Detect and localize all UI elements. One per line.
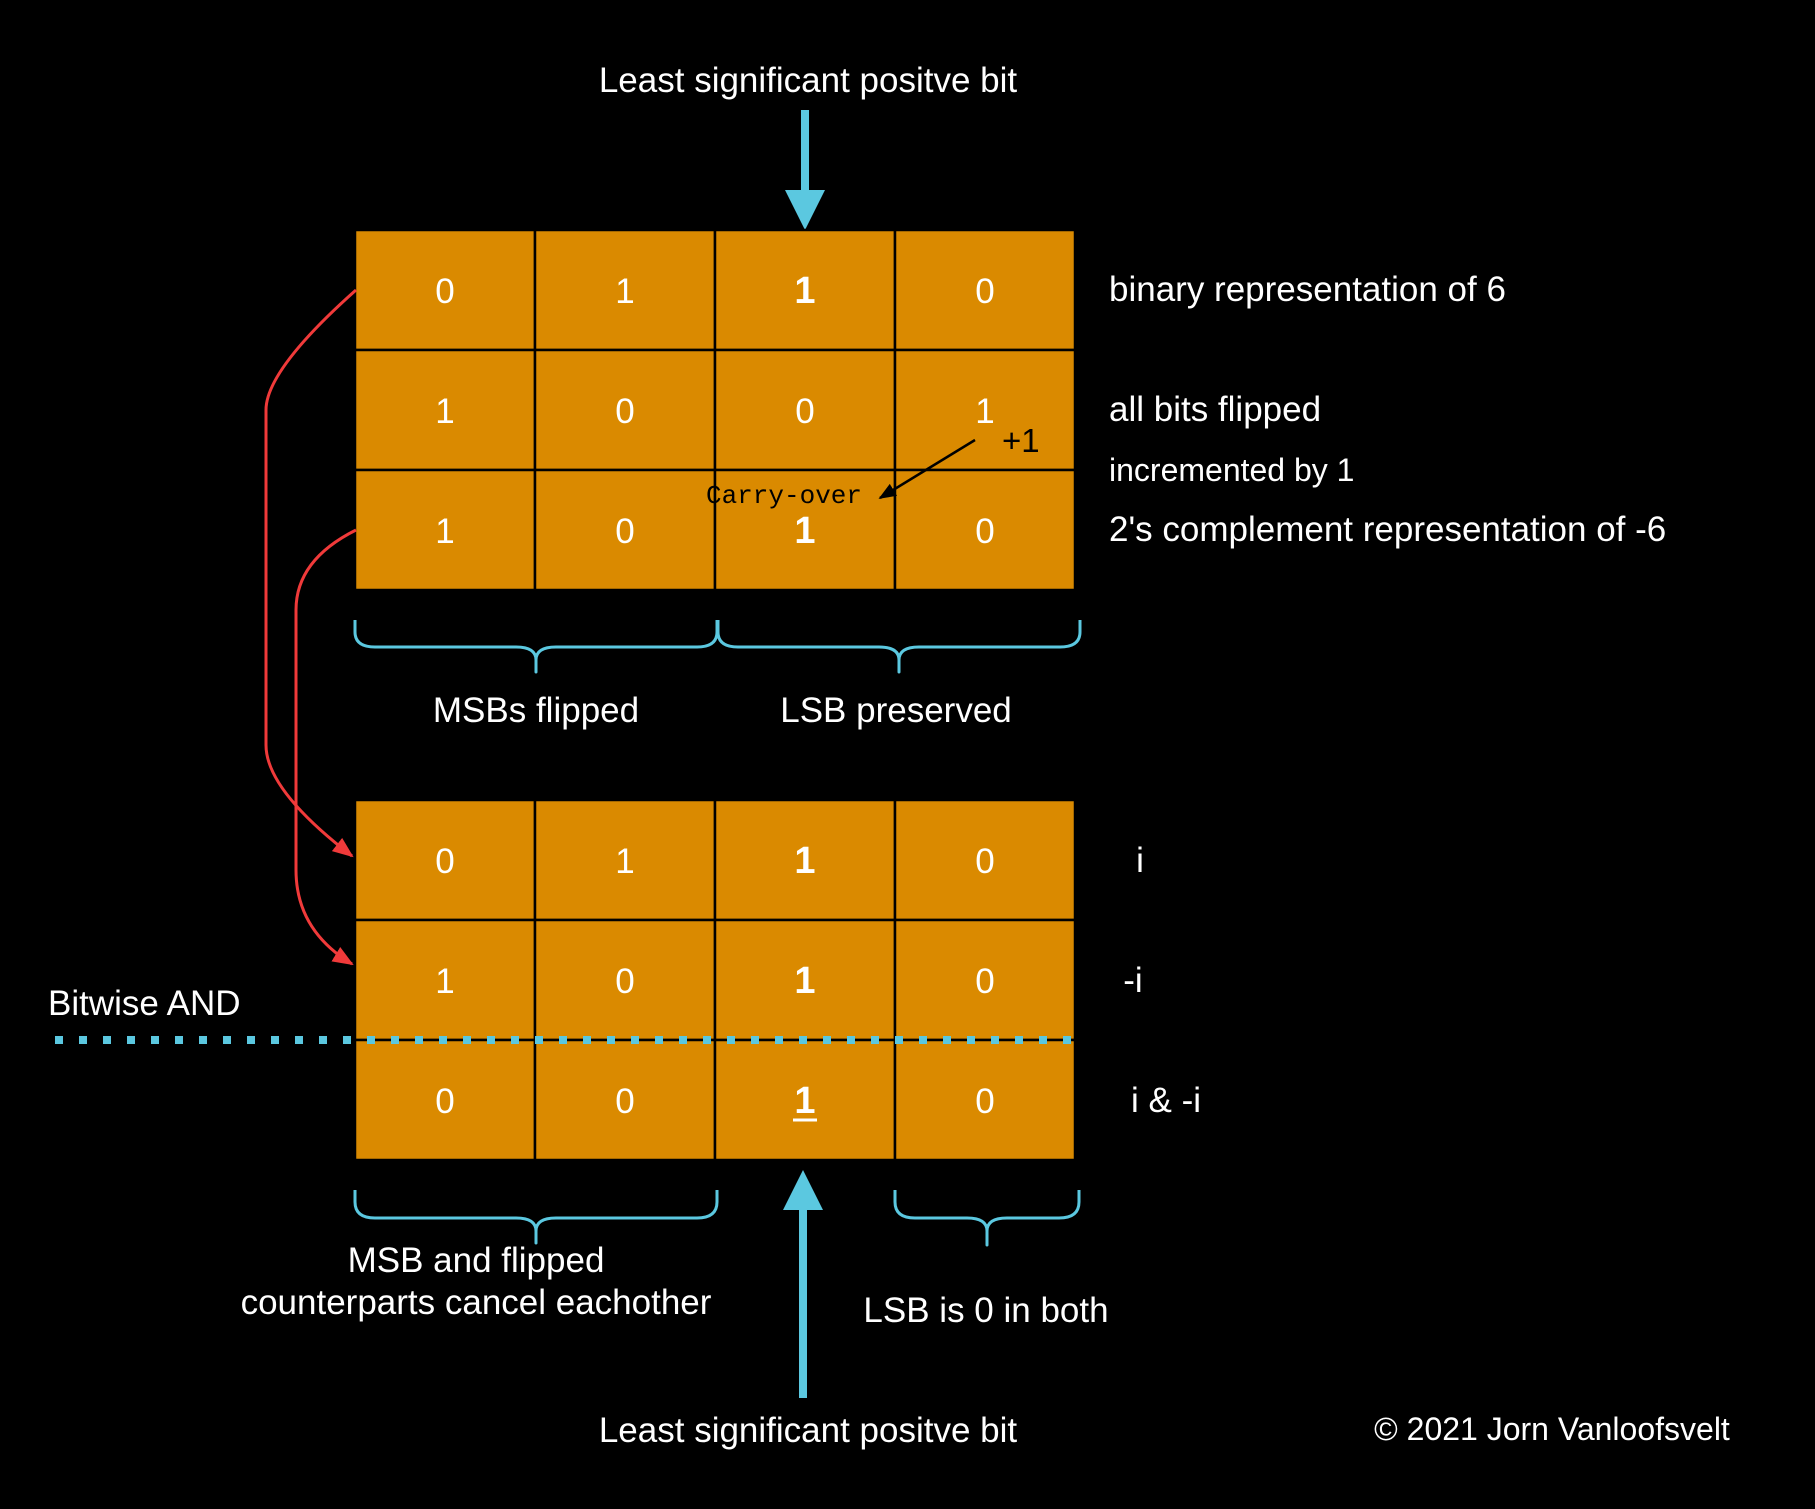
carry-arrow — [878, 438, 976, 500]
msb-cancel-label-line1: MSB and flipped — [348, 1241, 605, 1280]
row-label-i: i — [1136, 841, 1144, 880]
top-bit-r0-c1: 1 — [615, 272, 634, 311]
top-bit-r2-c3: 0 — [975, 512, 994, 551]
bottom-cell-r1-c3 — [893, 918, 1077, 1042]
top-cell-r1-c1 — [533, 348, 717, 472]
top-bit-r2-c1: 0 — [615, 512, 634, 551]
bottom-bit-r2-c0: 0 — [435, 1082, 454, 1121]
bottom-bit-r1-c0: 1 — [435, 962, 454, 1001]
msbs-flipped-label: MSBs flipped — [433, 691, 639, 730]
row-label-i-and-neg-i: i & -i — [1131, 1081, 1201, 1120]
top-bit-r1-c2: 0 — [795, 392, 814, 431]
top-lsb-label: Least significant positve bit — [599, 61, 1018, 100]
plus-one-label: +1 — [1002, 422, 1040, 459]
bottom-cell-r0-c1 — [533, 798, 717, 922]
bottom-bit-grid: 0 1 1 0 1 0 1 0 0 0 1 0 — [353, 798, 1077, 1162]
lsb-zero-brace — [893, 1190, 1081, 1247]
top-bit-r0-c3: 0 — [975, 272, 994, 311]
bottom-bit-r0-c0: 0 — [435, 842, 454, 881]
copyright-text: © 2021 Jorn Vanloofsvelt — [1374, 1411, 1730, 1447]
msb-cancel-brace — [353, 1190, 719, 1245]
top-cell-r2-c2 — [713, 468, 897, 592]
top-bit-r2-c0: 1 — [435, 512, 454, 551]
bottom-bit-r0-c2: 1 — [794, 840, 815, 882]
bottom-cell-r2-c2 — [713, 1038, 897, 1162]
lsb-brace — [716, 620, 1082, 674]
bottom-cell-r0-c0 — [353, 798, 537, 922]
top-cell-r1-c3 — [893, 348, 1077, 472]
bottom-cell-r1-c0 — [353, 918, 537, 1042]
lsb-zero-label: LSB is 0 in both — [863, 1291, 1108, 1330]
row-label-neg-i: -i — [1123, 961, 1142, 1000]
bottom-bit-r2-c2: 1 — [794, 1080, 815, 1122]
bottom-cell-r2-c3 — [893, 1038, 1077, 1162]
row-label-incremented: incremented by 1 — [1109, 452, 1354, 488]
red-arrow-complement-to-neg-i — [294, 528, 357, 966]
lsb-preserved-label: LSB preserved — [780, 691, 1012, 730]
bottom-cell-r1-c1 — [533, 918, 717, 1042]
top-bit-r1-c3: 1 — [975, 392, 994, 431]
row-label-flipped: all bits flipped — [1109, 390, 1321, 429]
top-bit-r1-c0: 1 — [435, 392, 454, 431]
carry-over-label: Carry-over — [706, 481, 862, 511]
bottom-bit-r1-c3: 0 — [975, 962, 994, 1001]
top-bit-r0-c0: 0 — [435, 272, 454, 311]
bottom-bit-r1-c1: 0 — [615, 962, 634, 1001]
bottom-cell-r0-c2 — [713, 798, 897, 922]
bottom-lsb-label: Least significant positve bit — [599, 1411, 1018, 1450]
row-label-twos-complement: 2's complement representation of -6 — [1109, 510, 1666, 549]
bottom-bit-r1-c2: 1 — [794, 960, 815, 1002]
top-bit-r1-c1: 0 — [615, 392, 634, 431]
bottom-cell-r2-c0 — [353, 1038, 537, 1162]
top-cell-r0-c1 — [533, 228, 717, 352]
top-cell-r2-c1 — [533, 468, 717, 592]
bottom-cell-r0-c3 — [893, 798, 1077, 922]
bitwise-and-label: Bitwise AND — [48, 984, 241, 1023]
msb-cancel-label-line2: counterparts cancel eachother — [241, 1283, 712, 1322]
bottom-bit-r2-c1: 0 — [615, 1082, 634, 1121]
top-bit-grid: 0 1 1 0 1 0 0 1 1 0 1 0 — [353, 228, 1077, 592]
top-bit-r2-c2: 1 — [794, 510, 815, 552]
bottom-bit-r0-c1: 1 — [615, 842, 634, 881]
bottom-bit-r2-c3: 0 — [975, 1082, 994, 1121]
top-cell-r0-c3 — [893, 228, 1077, 352]
red-arrow-binary-to-i — [264, 288, 357, 858]
row-label-binary-6: binary representation of 6 — [1109, 270, 1506, 309]
msb-brace — [353, 620, 719, 674]
top-cell-r2-c3 — [893, 468, 1077, 592]
bottom-bit-r0-c3: 0 — [975, 842, 994, 881]
bottom-cell-r2-c1 — [533, 1038, 717, 1162]
top-bit-r0-c2: 1 — [794, 270, 815, 312]
